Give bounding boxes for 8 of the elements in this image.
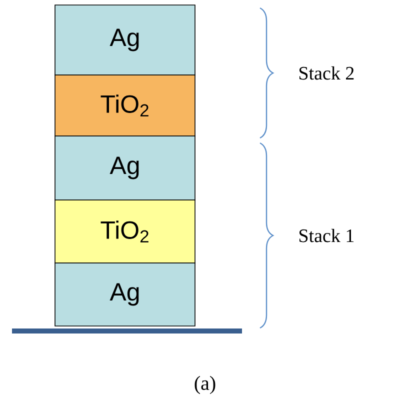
layer-box: Ag — [54, 262, 196, 326]
layer-box: TiO$_{2}$ — [54, 200, 196, 264]
layer-box: Ag — [54, 136, 196, 200]
caption: (a) — [194, 376, 216, 394]
layer-box: TiO$_{2}$ — [54, 74, 196, 136]
stack-label: Stack 1 — [299, 228, 354, 242]
layer-box: Ag — [54, 4, 196, 76]
stack-label: Stack 2 — [299, 66, 354, 80]
